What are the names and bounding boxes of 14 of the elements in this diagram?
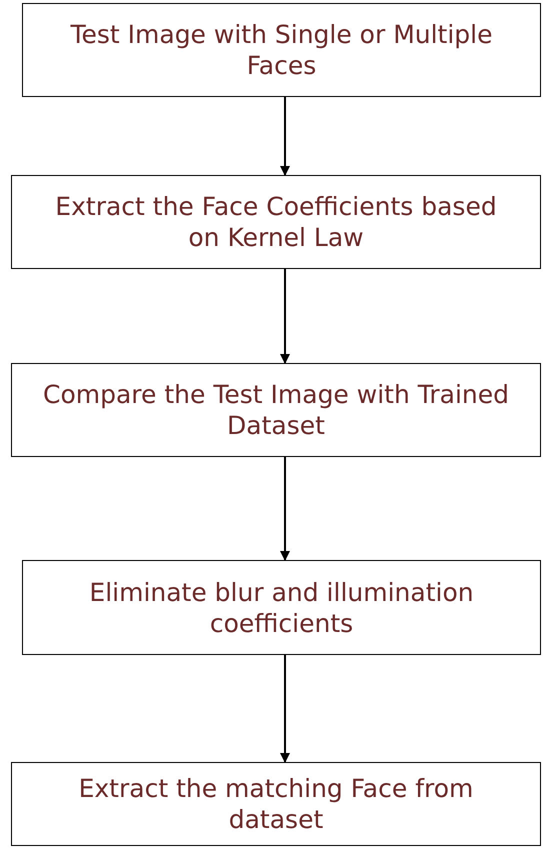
arrow <box>280 457 290 561</box>
process-box <box>11 363 541 457</box>
arrow <box>280 269 290 364</box>
step-text: Compare the Test Image with Trained Dataset <box>42 379 510 441</box>
step-text: Extract the Face Coefficients based on Kernel Law <box>54 191 498 253</box>
process-box <box>11 762 541 846</box>
process-box <box>22 560 541 655</box>
process-box <box>22 3 541 97</box>
step-text: Test Image with Single or Multiple Faces <box>69 19 494 81</box>
arrow <box>280 97 290 176</box>
process-box <box>11 175 541 269</box>
step-text: Extract the matching Face from dataset <box>78 773 474 835</box>
step-text: Eliminate blur and illumination coefficients <box>88 576 475 638</box>
arrow <box>280 655 290 763</box>
